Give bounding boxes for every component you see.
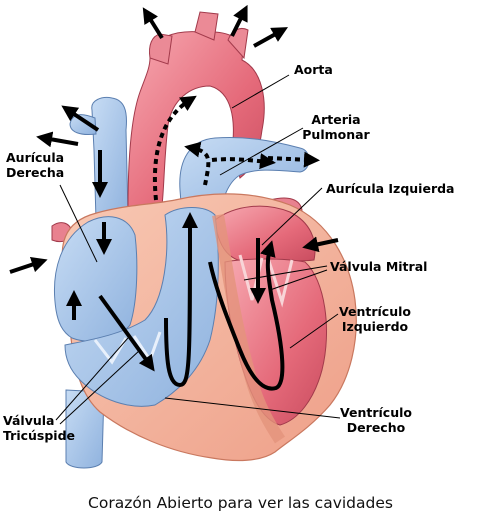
label-ventriculo-izquierdo: Ventrículo Izquierdo bbox=[339, 304, 411, 334]
flow-arrow bbox=[267, 151, 320, 168]
label-ventriculo-derecho: Ventrículo Derecho bbox=[340, 405, 412, 435]
aortic-branch bbox=[149, 33, 173, 65]
label-valvula-mitral: Válvula Mitral bbox=[330, 259, 428, 274]
right-ventricle bbox=[64, 207, 219, 407]
flow-arrow bbox=[152, 95, 197, 201]
aortic-branch bbox=[194, 11, 219, 41]
leader-lines bbox=[55, 74, 341, 425]
left-atrium bbox=[214, 205, 316, 263]
superior-vena-cava bbox=[91, 97, 129, 221]
flow-arrows-dashed bbox=[152, 95, 320, 201]
flow-arrow bbox=[61, 105, 100, 132]
flow-arrow bbox=[253, 27, 288, 48]
flow-arrow bbox=[142, 7, 164, 40]
label-arteria-pulmonar: Arteria Pulmonar bbox=[302, 112, 370, 142]
flow-arrow bbox=[36, 131, 79, 148]
flow-arrows bbox=[9, 4, 339, 391]
flow-arrow bbox=[9, 256, 48, 274]
flow-arrow bbox=[230, 4, 248, 37]
figure-caption: Corazón Abierto para ver las cavidades bbox=[88, 494, 393, 512]
label-aorta: Aorta bbox=[294, 62, 333, 77]
flow-arrow bbox=[98, 294, 155, 372]
flow-arrow bbox=[208, 240, 285, 391]
label-auricula-izquierda: Aurícula Izquierda bbox=[326, 181, 455, 196]
flow-arrow bbox=[302, 236, 339, 253]
flow-arrow bbox=[164, 212, 198, 388]
flow-arrow bbox=[211, 153, 276, 170]
label-valvula-tricuspide: Válvula Tricúspide bbox=[3, 413, 76, 443]
label-auricula-derecha: Aurícula Derecha bbox=[6, 150, 65, 180]
